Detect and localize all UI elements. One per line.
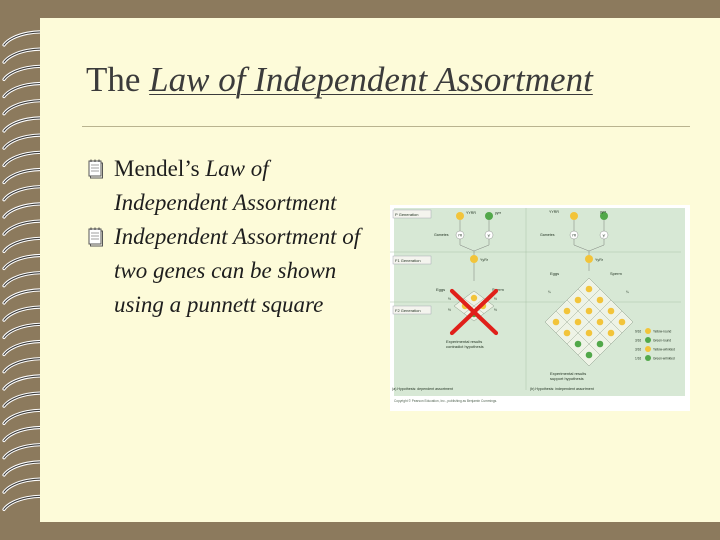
phenotype-ratio: 1/16 xyxy=(635,357,641,361)
f2-generation-label: F2 Generation xyxy=(395,308,421,313)
gamete-fraction: ¼ xyxy=(626,290,629,294)
bullet-list: Mendel’s Law of Independent Assortment I… xyxy=(88,152,378,322)
f1-seed xyxy=(470,255,478,263)
gametes-label: Gametes xyxy=(434,233,449,237)
punnett-grid xyxy=(555,288,623,356)
gamete-fraction: ¼ xyxy=(548,290,551,294)
offspring-seed xyxy=(574,296,582,304)
bullet-item-punnett: Independent Assortment of two genes can … xyxy=(88,220,378,322)
p-generation-label: P Generation xyxy=(395,212,419,217)
notepad-icon xyxy=(88,227,103,247)
phenotype-seed-icon xyxy=(645,355,651,361)
offspring-seed xyxy=(563,329,571,337)
bullet-emphasis-text: Law of Independent Assortment xyxy=(114,156,337,215)
phenotype-label: Yellow-round xyxy=(653,330,672,334)
sperm-fraction: ½ xyxy=(494,308,497,312)
phenotype-ratio: 3/16 xyxy=(635,339,641,343)
caption-b: (b) Hypothesis: independent assortment xyxy=(530,387,594,391)
egg-fraction: ½ xyxy=(448,308,451,312)
caption-a: (a) Hypothesis: dependent assortment xyxy=(392,387,453,391)
offspring-seed xyxy=(574,318,582,326)
offspring-seed xyxy=(607,329,615,337)
parent-2-genotype: yyrr xyxy=(600,210,607,214)
phenotype-seed-icon xyxy=(645,337,651,343)
bullet-item-law: Mendel’s Law of Independent Assortment xyxy=(88,152,378,220)
title-divider xyxy=(82,126,690,127)
phenotype-label: Green-round xyxy=(653,339,671,343)
phenotype-ratio: 3/16 xyxy=(635,348,641,352)
bullet-plain-text: Mendel’s xyxy=(114,156,200,181)
phenotype-label: Yellow-wrinkled xyxy=(653,348,675,352)
offspring-seed xyxy=(585,351,593,359)
offspring-seed xyxy=(585,307,593,315)
result-text: contradict hypothesis xyxy=(446,344,484,349)
independent-assortment-panel: YYRR yyrr Gametes YR yr YyRr Eggs Sperm … xyxy=(525,208,675,391)
f1-generation-label-box xyxy=(392,255,432,265)
offspring-seed xyxy=(574,340,582,348)
offspring-seed xyxy=(607,307,615,315)
eggs-label: Eggs xyxy=(550,271,559,276)
phenotype-label: Green-wrinkled xyxy=(653,357,675,361)
f1-generation-label: F1 Generation xyxy=(395,258,421,263)
punnett-cells xyxy=(552,285,626,359)
bullet-emphasis-text: Independent Assortment of two genes can … xyxy=(114,224,361,317)
sperm-label: Sperm xyxy=(492,287,504,292)
dependent-assortment-panel: YYRR yyrr Gametes YR yr YyRr Eggs Sperm … xyxy=(392,211,504,391)
f1-genotype: YyRr xyxy=(480,258,489,262)
gamete-yr-recessive: yr xyxy=(488,233,492,237)
phenotype-ratio: 9/16 xyxy=(635,330,641,334)
f2-generation-label-box xyxy=(392,305,432,315)
figure-copyright: Copyright © Pearson Education, Inc., pub… xyxy=(394,399,498,403)
sperm-fraction: ½ xyxy=(494,297,497,301)
f1-seed xyxy=(585,255,593,263)
egg-fraction: ½ xyxy=(448,297,451,301)
parent-1-genotype: YYRR xyxy=(466,211,476,215)
offspring-seed xyxy=(552,318,560,326)
dihybrid-cross-figure: P Generation F1 Generation F2 Generation… xyxy=(390,205,690,411)
offspring-seed xyxy=(596,296,604,304)
cross-diagram: P Generation F1 Generation F2 Generation… xyxy=(390,208,681,391)
result-text: support hypothesis xyxy=(550,376,584,381)
green-wrinkled-seed xyxy=(600,212,608,220)
yellow-round-seed xyxy=(570,212,578,220)
result-text: Experimental results xyxy=(446,339,482,344)
notepad-icon xyxy=(88,159,103,179)
offspring-seed xyxy=(596,340,604,348)
sperm-label: Sperm xyxy=(610,271,622,276)
phenotype-seed-icon xyxy=(645,346,651,352)
offspring-seed xyxy=(596,318,604,326)
parent-2-genotype: yyrr xyxy=(495,211,502,215)
p-generation-label-box xyxy=(392,209,432,219)
yellow-round-seed xyxy=(470,294,478,302)
eggs-label: Eggs xyxy=(436,287,445,292)
red-x-icon xyxy=(449,288,499,336)
f1-genotype: YyRr xyxy=(595,258,604,262)
parent-1-genotype: YYRR xyxy=(549,210,559,214)
offspring-seed xyxy=(563,307,571,315)
phenotype-seed-icon xyxy=(645,328,651,334)
offspring-seed xyxy=(585,285,593,293)
slide-title: The Law of Independent Assortment xyxy=(86,60,593,100)
gametes-label: Gametes xyxy=(540,233,555,237)
offspring-seed xyxy=(585,329,593,337)
green-wrinkled-seed xyxy=(485,212,493,220)
gamete-yr-recessive: yr xyxy=(603,233,607,237)
result-text: Experimental results xyxy=(550,371,586,376)
yellow-round-seed xyxy=(456,212,464,220)
gamete-yr: YR xyxy=(458,233,463,237)
title-plain: The xyxy=(86,60,141,99)
gamete-yr: YR xyxy=(572,233,577,237)
title-emphasis: Law of Independent Assortment xyxy=(149,60,593,99)
offspring-seed xyxy=(618,318,626,326)
